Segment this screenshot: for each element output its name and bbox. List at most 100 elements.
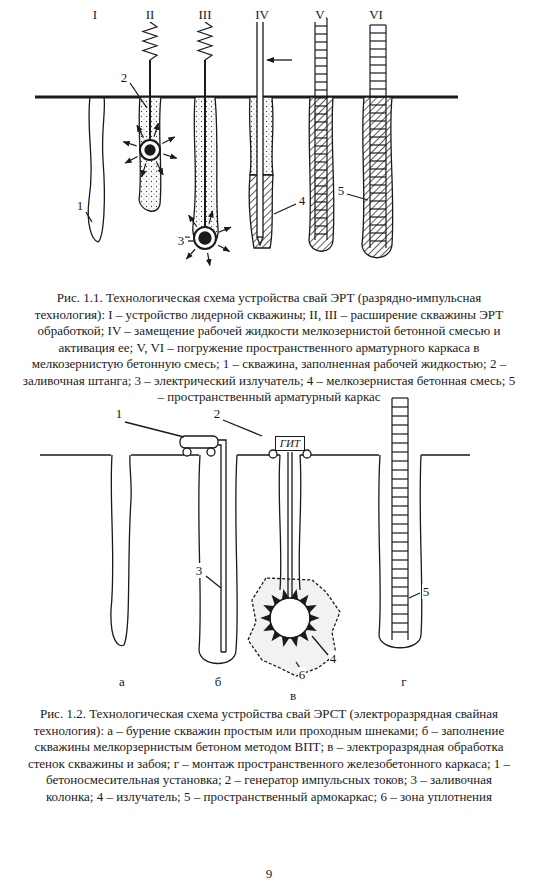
rebar-cage <box>315 41 327 42</box>
rebar-cage <box>315 57 327 58</box>
rebar-cage <box>370 192 386 193</box>
ground-line <box>40 454 470 455</box>
rebar-cage <box>370 32 386 33</box>
rebar-cage <box>370 168 386 169</box>
rebar-cage <box>315 97 327 98</box>
rebar-cage <box>370 80 386 81</box>
discharge-wave <box>208 253 210 266</box>
rebar-cage <box>370 176 386 177</box>
rebar-cage <box>392 559 408 560</box>
leader-line <box>409 593 420 598</box>
concrete-mixer <box>180 436 218 448</box>
rebar-cage <box>370 160 386 161</box>
wheel <box>269 450 277 458</box>
rebar-cage <box>370 128 386 129</box>
pile-shaft <box>111 455 131 646</box>
callout-number: 5 <box>422 584 431 599</box>
rebar-cage <box>392 586 408 587</box>
discharge-wave <box>163 154 176 158</box>
rebar-cage <box>370 96 386 97</box>
cable <box>288 452 292 598</box>
discharge-wave <box>189 215 197 226</box>
rebar-cage <box>392 424 408 425</box>
rebar-cage <box>315 201 327 202</box>
concrete-mix <box>362 97 393 258</box>
wheel <box>303 450 311 458</box>
emitter <box>194 227 216 249</box>
callout-number: II <box>145 7 156 22</box>
rebar-cage <box>315 153 327 154</box>
rebar-cage <box>315 113 327 114</box>
rebar-cage <box>392 505 408 506</box>
callout-number: а <box>118 674 126 689</box>
pour-rod <box>149 60 151 140</box>
emitter-spike <box>283 637 289 645</box>
rebar-cage <box>370 120 386 121</box>
rebar-cage <box>370 64 386 65</box>
rebar-cage <box>392 487 408 488</box>
rebar-cage <box>370 56 386 57</box>
leader-line <box>274 204 296 214</box>
rebar-cage <box>392 568 408 569</box>
emitter-spike <box>265 624 274 630</box>
leader-line <box>312 636 328 655</box>
rebar-cage <box>315 18 327 240</box>
compaction-zone <box>248 578 340 676</box>
leader-line <box>206 576 221 588</box>
rebar-cage <box>315 185 327 186</box>
callout-number: в <box>289 688 297 703</box>
rebar-cage <box>392 595 408 596</box>
rebar-cage <box>392 433 408 434</box>
discharge-wave <box>219 227 231 232</box>
figure-caption: Рис. 1.1. Технологическая схема устройст… <box>22 290 516 406</box>
rebar-cage <box>370 152 386 153</box>
emitter-spike <box>307 606 316 612</box>
rebar-cage <box>370 200 386 201</box>
discharge-wave <box>209 211 213 224</box>
discharge-wave <box>162 137 174 144</box>
rebar-cage <box>370 208 386 209</box>
rebar-cage <box>315 89 327 90</box>
rebar-cage <box>315 137 327 138</box>
rebar-cage <box>392 469 408 470</box>
callout-number: 6 <box>298 667 307 682</box>
pour-rod <box>204 60 206 226</box>
discharge-wave <box>123 142 136 146</box>
rebar-cage <box>315 193 327 194</box>
callout-number: 3 <box>177 233 186 248</box>
discharge-wave <box>137 125 144 137</box>
rebar-cage <box>392 398 408 640</box>
rebar-cage <box>392 523 408 524</box>
rebar-cage <box>392 541 408 542</box>
rebar-cage <box>370 72 386 73</box>
spring-symbol <box>143 22 157 60</box>
wheel <box>207 448 215 456</box>
rebar-cage <box>315 209 327 210</box>
emitter <box>199 232 211 244</box>
rebar-cage <box>315 81 327 82</box>
emitter <box>140 140 160 160</box>
rebar-cage <box>370 240 386 241</box>
rebar-cage <box>392 631 408 632</box>
callout-number: 2 <box>213 406 222 421</box>
rebar-cage <box>370 104 386 105</box>
rebar-cage <box>370 48 386 49</box>
rebar-cage <box>315 105 327 106</box>
rebar-cage <box>370 24 386 25</box>
rebar-cage <box>370 136 386 137</box>
callout-number: г <box>400 674 407 689</box>
rebar-cage <box>315 129 327 130</box>
ground-line <box>35 96 458 99</box>
emitter-spike <box>283 591 289 599</box>
leader-line <box>188 240 194 241</box>
rebar-cage <box>315 225 327 226</box>
rebar-cage <box>392 613 408 614</box>
emitter-spike <box>273 596 280 604</box>
discharge-wave <box>218 245 229 251</box>
rebar-cage <box>392 451 408 452</box>
rebar-cage <box>315 233 327 234</box>
callout-number: VI <box>368 7 384 22</box>
direction-arrow <box>267 59 292 60</box>
callout-number: 2 <box>120 70 129 85</box>
callout-number: IV <box>254 7 270 22</box>
